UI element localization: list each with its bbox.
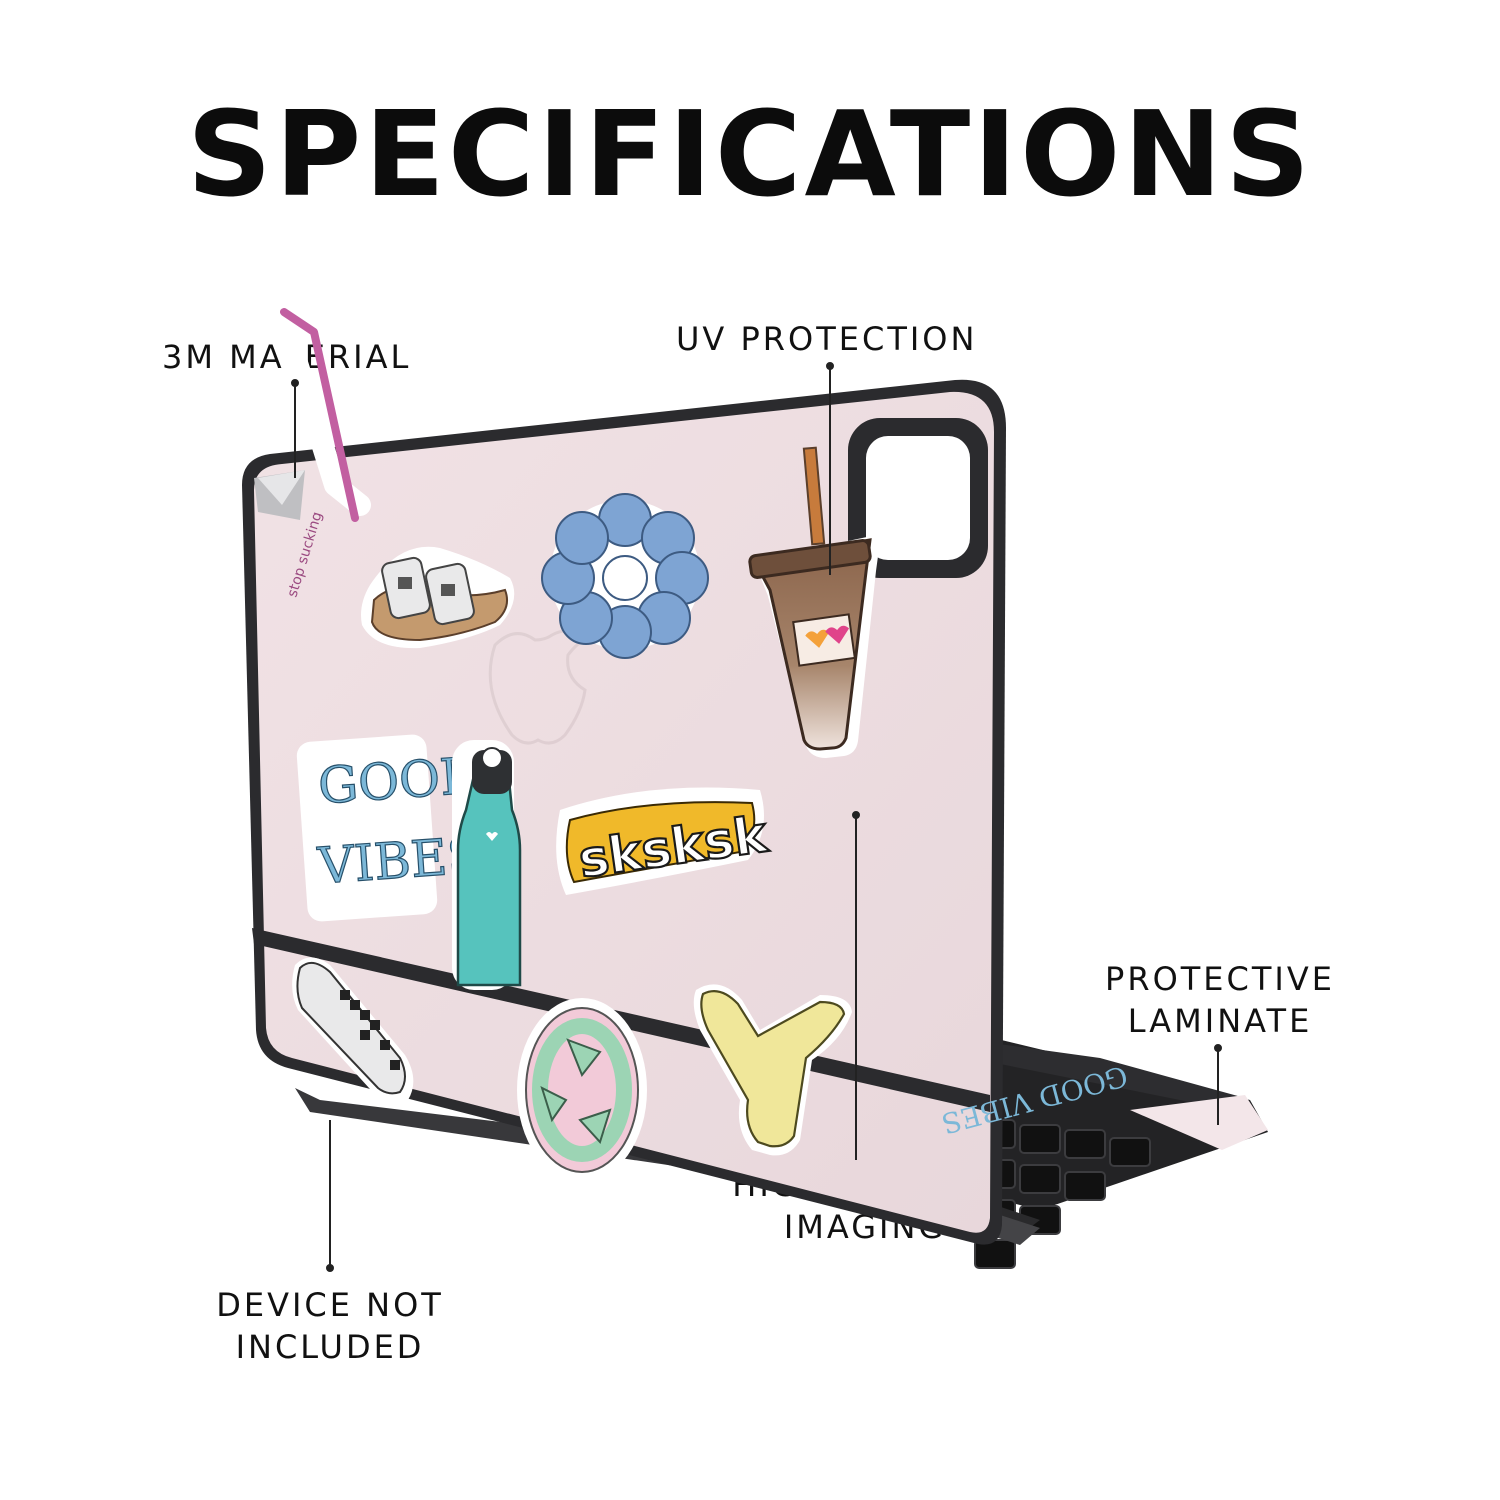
page-title: SPECIFICATIONS: [186, 85, 1314, 223]
shaka-hand-sticker: [693, 984, 852, 1156]
label-uv-protection: UV PROTECTION: [676, 320, 978, 358]
water-bottle-sticker: [452, 740, 522, 990]
keyboard-base: [960, 1030, 1268, 1269]
checkered-shoe-sticker: [292, 957, 414, 1104]
iced-coffee-sticker: [748, 446, 881, 758]
keyboard-skin-patch: [1130, 1095, 1268, 1150]
recycle-sticker: [517, 998, 647, 1182]
label-protective-laminate: PROTECTIVE LAMINATE: [1105, 960, 1335, 1040]
callout-lines: [291, 362, 1222, 1272]
scrunchie-sticker: [541, 493, 709, 659]
sandal-sticker: [361, 546, 515, 649]
label-device-not-included: DEVICE NOT INCLUDED: [216, 1286, 444, 1366]
